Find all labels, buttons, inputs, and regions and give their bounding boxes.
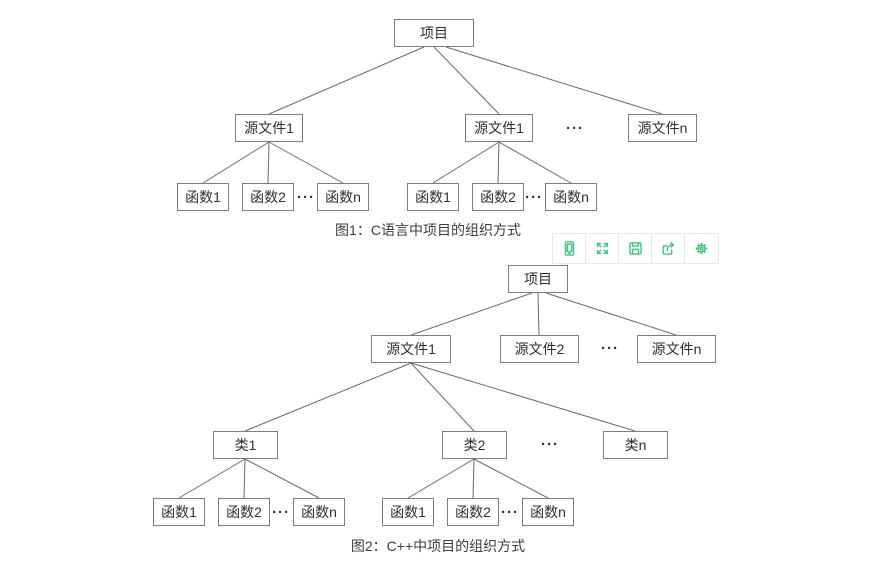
fig1-node-func-bn: 函数n [545,183,597,211]
fig1-node-source-1: 源文件1 [235,114,303,142]
fig2-node-func-b1: 函数1 [382,498,434,526]
fig1-funcs-b-ellipsis: ··· [525,189,543,206]
image-toolbar [552,233,719,264]
settings-icon [695,242,708,255]
fig2-node-source-2: 源文件2 [500,335,579,363]
fig1-sources-ellipsis: ··· [566,120,584,137]
fig2-node-class-1: 类1 [213,431,278,459]
fig2-node-func-bn: 函数n [522,498,574,526]
fig1-node-func-b2: 函数2 [472,183,524,211]
settings-button[interactable] [685,234,718,263]
fig1-node-source-n: 源文件n [628,114,697,142]
fig2-node-func-b2: 函数2 [447,498,499,526]
fullscreen-icon [596,242,608,255]
fig2-sources-ellipsis: ··· [601,340,619,357]
fig1-node-root: 项目 [394,19,474,47]
fig2-node-func-a2: 函数2 [218,498,270,526]
fig1-node-func-b1: 函数1 [407,183,459,211]
export-icon [661,242,674,255]
fig2-node-source-1: 源文件1 [371,335,451,363]
fig1-node-func-an: 函数n [317,183,369,211]
export-button[interactable] [652,234,685,263]
figure2-edges [178,292,677,499]
fig2-node-func-an: 函数n [293,498,345,526]
fig1-node-func-a1: 函数1 [177,183,229,211]
fullscreen-button[interactable] [586,234,619,263]
fig2-classes-ellipsis: ··· [541,436,559,453]
mobile-preview-button[interactable] [553,234,586,263]
fig1-node-func-a2: 函数2 [242,183,294,211]
fig2-node-source-n: 源文件n [637,335,716,363]
fig2-node-class-2: 类2 [442,431,507,459]
save-icon [628,242,642,255]
fig1-funcs-a-ellipsis: ··· [297,189,315,206]
mobile-preview-icon [564,241,574,256]
fig2-node-root: 项目 [508,265,568,293]
fig2-funcs-b-ellipsis: ··· [501,504,519,521]
figure2-caption: 图2：C++中项目的组织方式 [350,538,526,554]
fig2-node-class-n: 类n [603,431,668,459]
figure1-caption: 图1：C语言中项目的组织方式 [335,222,521,238]
fig1-node-source-2: 源文件1 [465,114,533,142]
fig2-node-func-a1: 函数1 [153,498,205,526]
fig2-funcs-a-ellipsis: ··· [272,504,290,521]
save-button[interactable] [619,234,652,263]
